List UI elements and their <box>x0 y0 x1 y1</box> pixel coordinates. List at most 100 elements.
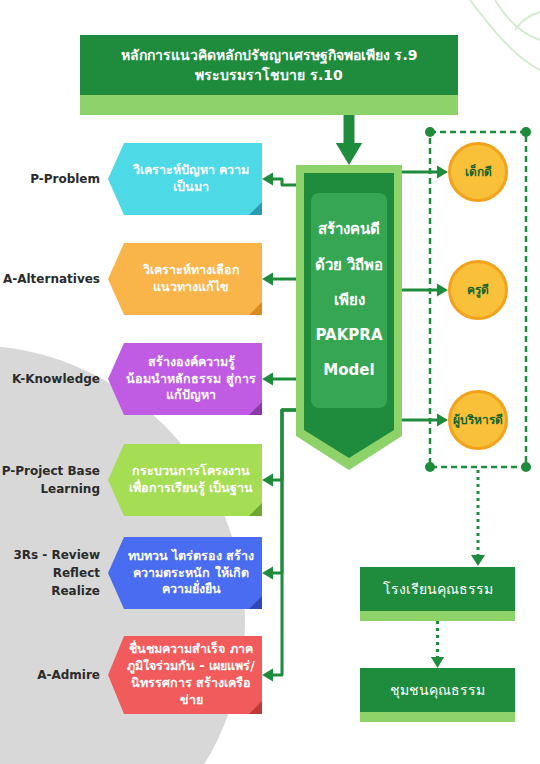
step-text: ชื่นชมความสำเร็จ ภาคภูมิใจร่วมกัน - เผยแ… <box>126 641 256 709</box>
arrow-head <box>262 172 273 185</box>
group-frame <box>430 132 526 467</box>
box-text: โรงเรียนคุณธรรม <box>383 580 493 598</box>
arrow-head <box>262 372 273 385</box>
principle-box: หลักการแนวคิดหลักปรัชญาเศรษฐกิจพอเพียง ร… <box>80 35 458 115</box>
arrow-head <box>437 413 448 426</box>
connector-line <box>402 289 440 292</box>
connector-line <box>402 171 440 174</box>
tag-text-area: ทบทวน ไตร่ตรอง สร้างความตระหนัก ให้เกิดค… <box>126 537 256 609</box>
box-band <box>360 611 515 621</box>
outcome-circle: ผู้บริหารดี <box>448 390 508 450</box>
step-text: ทบทวน ไตร่ตรอง สร้างความตระหนัก ให้เกิดค… <box>126 548 256 599</box>
banner-text-area: สร้างคนดี ด้วย วิถีพอเพียง PAKPRA Model <box>308 193 390 408</box>
arrow-head <box>437 165 448 178</box>
arrow-head <box>262 272 273 285</box>
step-label-area: P-Problem <box>0 143 100 215</box>
tag-body <box>108 537 262 609</box>
banner-shape <box>296 165 402 470</box>
step-label-area: 3Rs - Review Reflect Realize <box>0 537 100 609</box>
connector <box>336 115 362 165</box>
connector-line <box>270 378 296 381</box>
connector <box>402 413 448 426</box>
step-label: 3Rs - Review Reflect Realize <box>0 546 100 600</box>
tag-body <box>108 343 262 415</box>
step-text: วิเคราะห์ทางเลือก แนวทางแก้ไข <box>126 262 256 296</box>
connector <box>262 172 296 185</box>
frame-dot <box>521 462 531 472</box>
step-label-area: A-Admire <box>0 636 100 714</box>
outcome-circle: เด็กดี <box>448 142 508 202</box>
connector-line <box>270 410 296 480</box>
tag-text-area: สร้างองค์ความรู้ น้อมนำหลักธรรม สู่การแก… <box>126 343 256 415</box>
arrow-head <box>437 283 448 296</box>
tag-shape-area: ทบทวน ไตร่ตรอง สร้างความตระหนัก ให้เกิดค… <box>108 537 262 609</box>
step-label-area: A-Alternatives <box>0 243 100 315</box>
connector <box>262 410 296 487</box>
step-label-area: P-Project Base Learning <box>0 444 100 516</box>
tag-text-area: ชื่นชมความสำเร็จ ภาคภูมิใจร่วมกัน - เผยแ… <box>126 636 256 714</box>
arrow-head <box>262 473 273 486</box>
frame-dot <box>425 462 435 472</box>
arrow-head <box>262 566 273 579</box>
box-body: โรงเรียนคุณธรรม <box>360 567 515 611</box>
dotted-arrow <box>477 470 480 556</box>
outcome-circle: ครูดี <box>448 260 508 320</box>
connector <box>402 283 448 296</box>
step-tag: A-Admire ชื่นชมความสำเร็จ ภาคภูมิใจร่วมกั… <box>0 636 262 714</box>
banner-inner <box>304 173 394 458</box>
connector-line <box>270 278 296 281</box>
arrow-head <box>471 555 485 566</box>
box-body: ชุมชนคุณธรรม <box>360 668 515 712</box>
tag-shape-area: สร้างองค์ความรู้ น้อมนำหลักธรรม สู่การแก… <box>108 343 262 415</box>
connector-line <box>402 419 440 422</box>
tag-text-area: วิเคราะห์ทางเลือก แนวทางแก้ไข <box>126 243 256 315</box>
connector-line <box>436 621 439 660</box>
frame-dot <box>425 127 435 137</box>
connector <box>262 372 296 385</box>
result-box: ชุมชนคุณธรรม <box>360 668 515 722</box>
step-label: P-Problem <box>30 170 100 188</box>
tag-shape-area: วิเคราะห์ทางเลือก แนวทางแก้ไข <box>108 243 262 315</box>
step-tag: 3Rs - Review Reflect Realize ทบทวน ไตร่ตร… <box>0 537 262 609</box>
connector <box>431 621 444 668</box>
connector-line <box>270 410 296 675</box>
tag-shape-area: ชื่นชมความสำเร็จ ภาคภูมิใจร่วมกัน - เผยแ… <box>108 636 262 714</box>
connector <box>262 410 296 580</box>
step-label: P-Project Base Learning <box>0 462 100 498</box>
tag-fold <box>249 596 262 609</box>
step-tag: K-Knowledge สร้างองค์ความรู้ น้อมนำหลักธร… <box>0 343 262 415</box>
connector <box>262 410 296 682</box>
leaf-decoration <box>515 12 540 30</box>
tag-fold <box>249 402 262 415</box>
step-text: วิเคราะห์ปัญหา ความเป็นมา <box>126 162 256 196</box>
tag-shape-area: กระบวนการโครงงาน เพื่อการเรียนรู้ เป็นฐา… <box>108 444 262 516</box>
step-label-area: K-Knowledge <box>0 343 100 415</box>
step-label: A-Admire <box>37 666 100 684</box>
result-box: โรงเรียนคุณธรรม <box>360 567 515 621</box>
frame-dot <box>521 127 531 137</box>
tag-body <box>108 143 262 215</box>
tag-shape-area: วิเคราะห์ปัญหา ความเป็นมา <box>108 143 262 215</box>
arrow-head <box>431 657 444 668</box>
box-text: หลักการแนวคิดหลักปรัชญาเศรษฐกิจพอเพียง ร… <box>121 45 418 65</box>
step-text: กระบวนการโครงงาน เพื่อการเรียนรู้ เป็นฐา… <box>126 463 256 497</box>
step-label: A-Alternatives <box>3 270 100 288</box>
arrow-head <box>262 668 273 681</box>
arrow-head <box>336 143 362 165</box>
tag-text-area: กระบวนการโครงงาน เพื่อการเรียนรู้ เป็นฐา… <box>126 444 256 516</box>
circle-text: ผู้บริหารดี <box>453 413 503 427</box>
leaf-decoration <box>495 0 540 40</box>
model-banner: สร้างคนดี ด้วย วิถีพอเพียง PAKPRA Model <box>296 165 402 470</box>
leaf-decoration <box>470 0 540 70</box>
box-body: หลักการแนวคิดหลักปรัชญาเศรษฐกิจพอเพียง ร… <box>80 35 458 95</box>
circle-text: ครูดี <box>467 283 489 297</box>
tag-fold <box>249 302 262 315</box>
step-tag: P-Project Base Learning กระบวนการโครงงาน … <box>0 444 262 516</box>
connector-line <box>270 179 296 185</box>
step-label: K-Knowledge <box>12 370 100 388</box>
step-text: สร้างองค์ความรู้ น้อมนำหลักธรรม สู่การแก… <box>126 354 256 405</box>
tag-text-area: วิเคราะห์ปัญหา ความเป็นมา <box>126 143 256 215</box>
banner-outer <box>296 165 402 470</box>
banner-text: สร้างคนดี ด้วย วิถีพอเพียง PAKPRA Model <box>308 212 390 388</box>
